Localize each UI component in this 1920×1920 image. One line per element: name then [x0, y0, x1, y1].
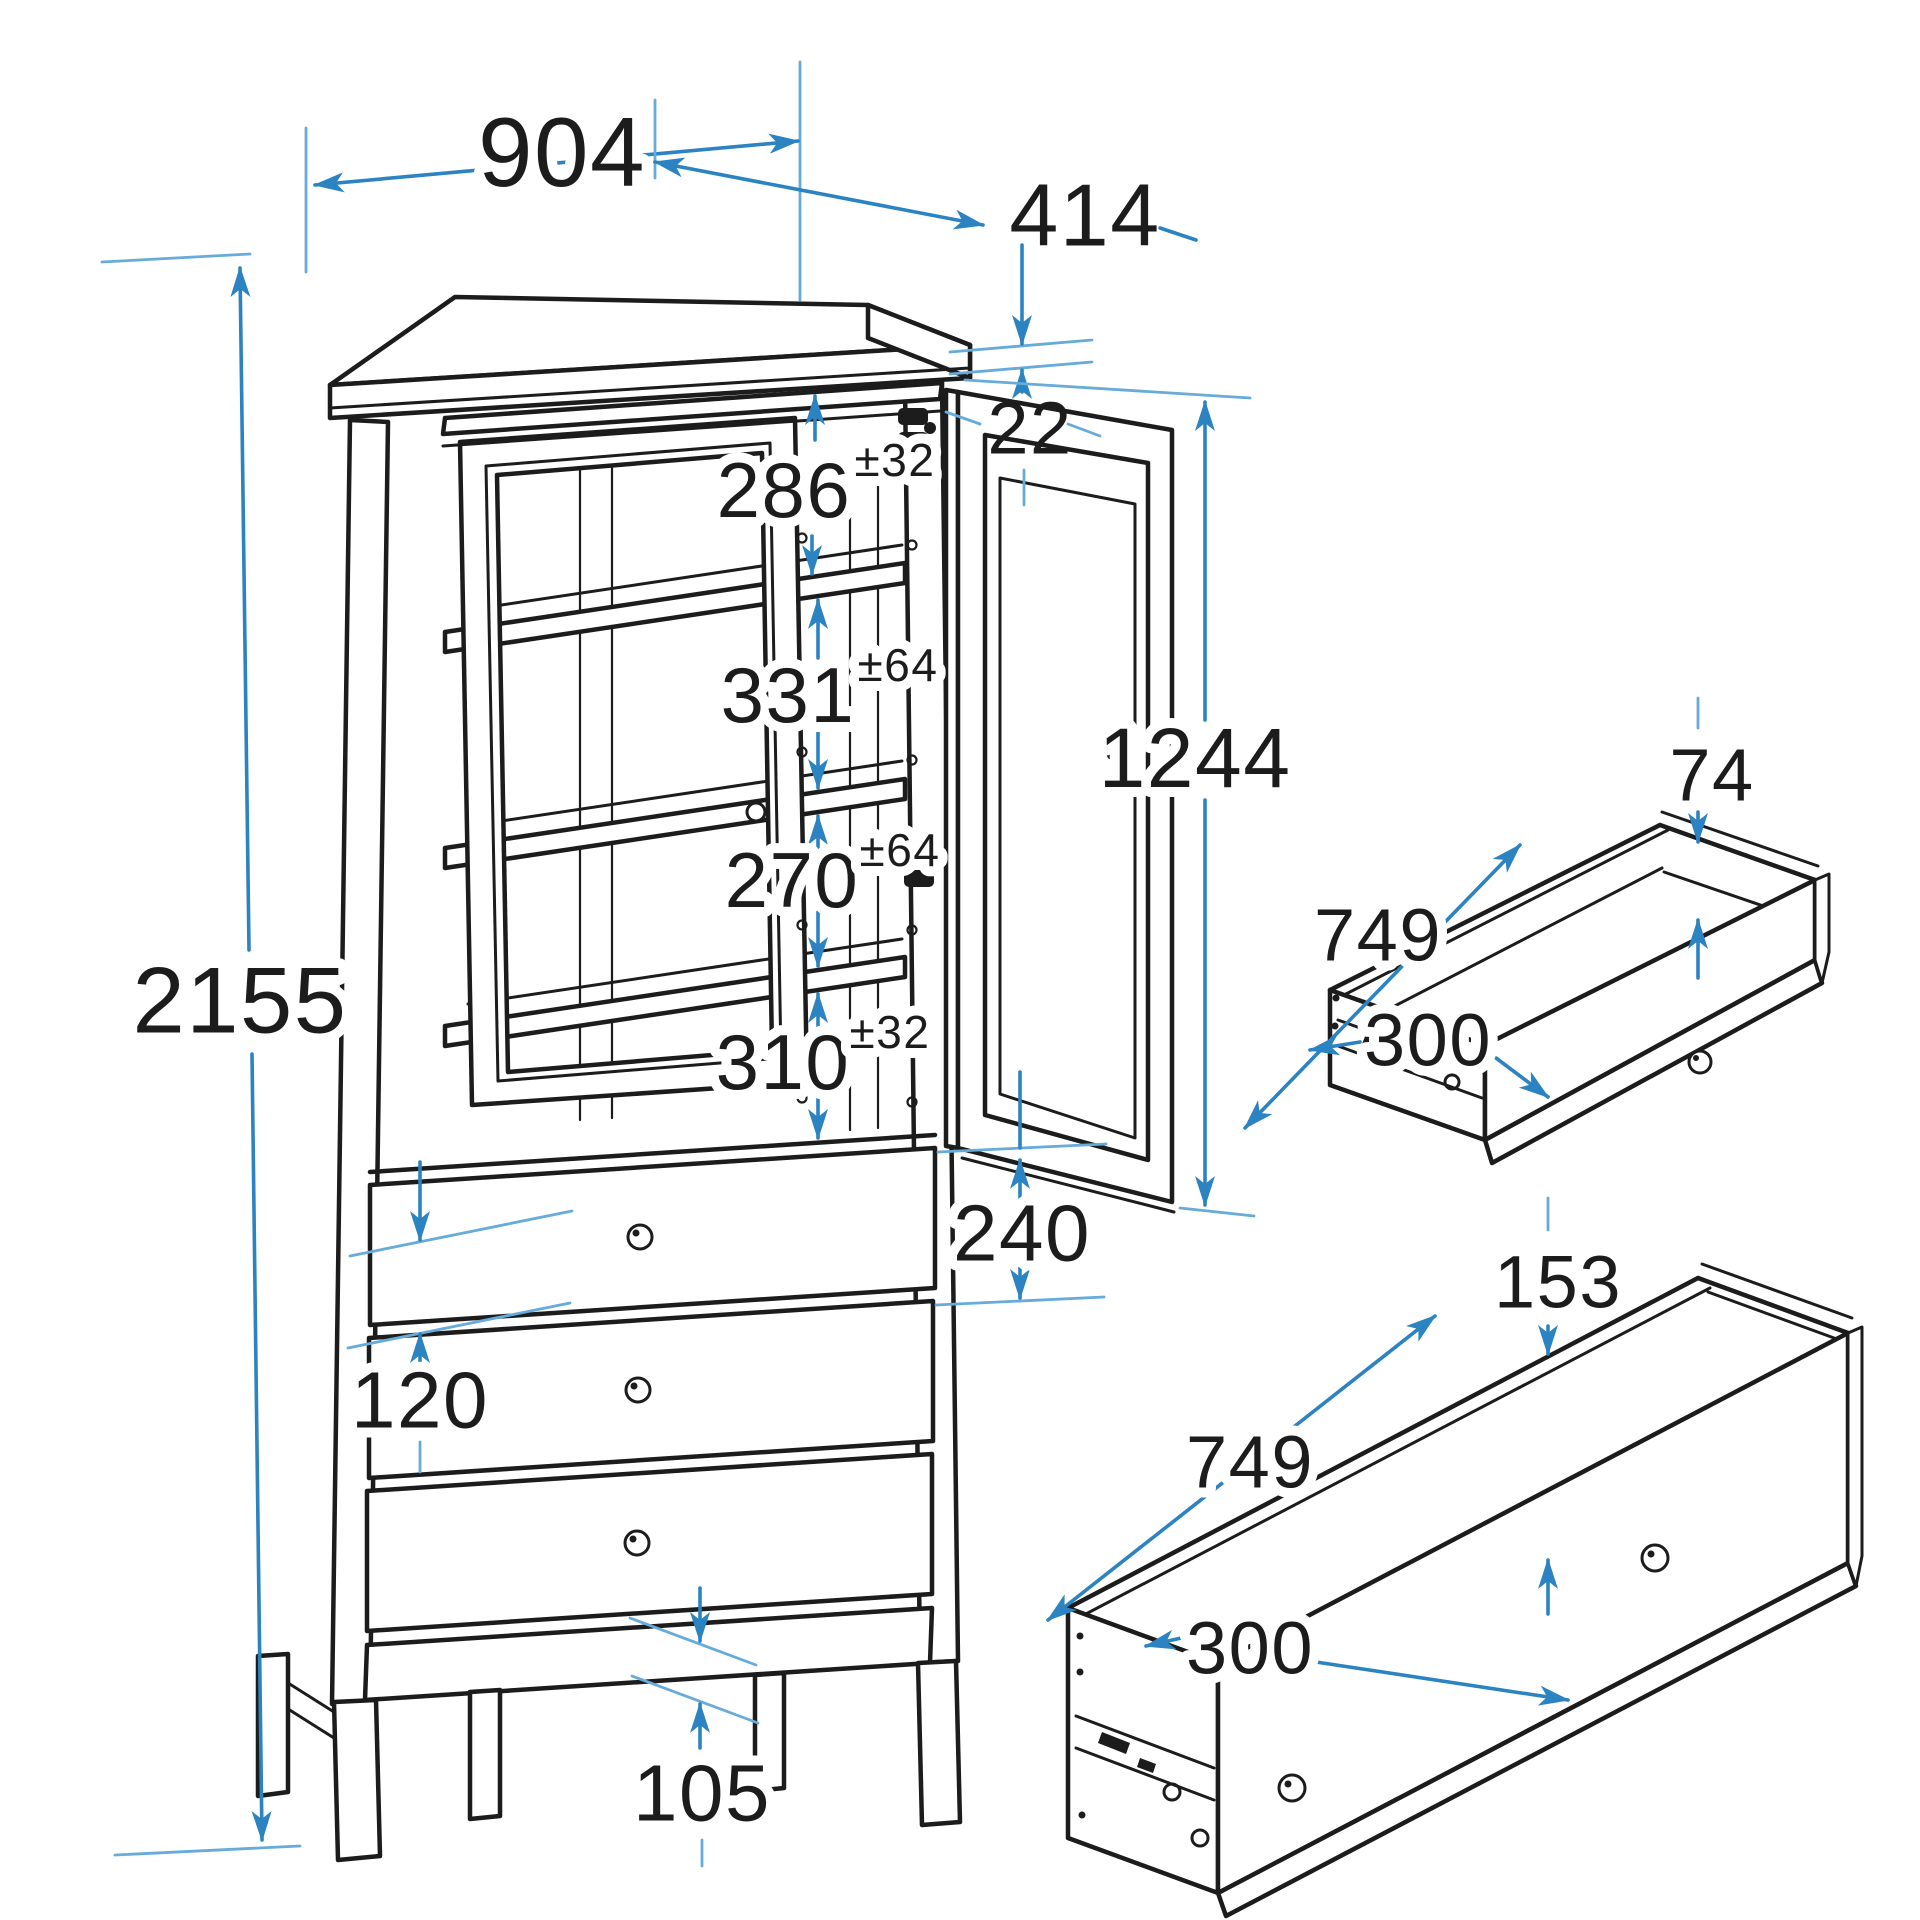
drawer2-knob-right-dot	[1647, 1550, 1655, 1558]
drawer1-back-wall-top	[1657, 822, 1818, 883]
drawer1-knob	[1687, 1049, 1713, 1075]
label-depth-414: 414	[1009, 166, 1160, 265]
label-gap-270: 270	[725, 836, 860, 924]
label-gap-286: 286	[717, 446, 852, 534]
dimensions	[100, 60, 1708, 1868]
drawer-section	[362, 1132, 938, 1703]
label-dr2-153: 153	[1494, 1241, 1622, 1324]
label-gap-310: 310	[716, 1018, 851, 1106]
label-step-120: 120	[351, 1356, 489, 1445]
label-plinth-105: 105	[633, 1749, 771, 1838]
dim-22-group	[944, 243, 1102, 507]
shelf-1	[442, 543, 908, 655]
label-dr1-300: 300	[1364, 999, 1492, 1082]
glass-door	[457, 415, 810, 1108]
label-gap-331-tol: ±64	[858, 639, 939, 691]
label-gap-310-tol: ±32	[850, 1006, 931, 1058]
label-dr2-300: 300	[1186, 1607, 1314, 1690]
label-door-1244: 1244	[1099, 711, 1292, 805]
dimension-labels: 904 414 22 286 ±32 331 ±64 270 ±64 310 ±…	[122, 87, 1763, 1848]
front-left-leg	[331, 1697, 383, 1863]
label-width-904: 904	[478, 97, 646, 207]
open-door-bottom-edge	[960, 1156, 1176, 1214]
drawer1-panel-endcap	[1813, 872, 1831, 985]
glass-door-frame-bevel	[484, 441, 783, 1083]
glass-door-frame	[457, 415, 810, 1108]
label-gap-270-tol: ±64	[860, 824, 941, 876]
stray-dot	[1107, 750, 1117, 760]
drawer2-knob-right	[1640, 1543, 1670, 1573]
cabinet-drawer-3	[364, 1451, 935, 1634]
loose-drawer-large	[1065, 1262, 1864, 1919]
open-door-panel	[955, 389, 1175, 1205]
drawer2-inner-back	[1706, 1290, 1847, 1344]
drawer2-slide-rail	[1074, 1632, 1216, 1848]
label-dr2-749: 749	[1186, 1421, 1314, 1504]
label-gap-331: 331	[721, 651, 856, 739]
drawer2-knob-left-dot	[1284, 1780, 1292, 1788]
drawer2-panel-endcap	[1846, 1325, 1864, 1588]
label-dr1-74: 74	[1669, 734, 1754, 817]
label-top-22: 22	[987, 387, 1072, 470]
loose-drawer-small	[1327, 810, 1831, 1166]
middle-right-leg	[752, 1670, 787, 1794]
dim-120-group	[346, 1160, 574, 1474]
cabinet-drawer-1	[367, 1145, 938, 1328]
middle-left-leg	[467, 1687, 503, 1822]
hinge-bottom	[904, 846, 942, 887]
drawer1-knob-dot	[1693, 1055, 1699, 1061]
dim-286-group	[802, 394, 825, 576]
cabinet-drawer-2	[366, 1298, 936, 1481]
drawer1-front-panel-top	[1660, 810, 1820, 868]
dim-1244-group	[963, 378, 1256, 1218]
legs	[255, 1651, 963, 1863]
dim-240-group	[934, 1070, 1108, 1307]
open-door	[943, 387, 1176, 1214]
shelf-pin-holes	[796, 532, 918, 1108]
back-left-leg	[255, 1651, 291, 1799]
top-rail-line	[441, 409, 942, 448]
label-dr1-749: 749	[1314, 894, 1442, 977]
open-door-inner-panel	[998, 476, 1137, 1140]
front-right-leg	[915, 1658, 963, 1828]
drawer2-knob-left	[1277, 1773, 1307, 1803]
dim-749b-group	[1046, 1314, 1437, 1622]
drawer2-front-panel-top	[1700, 1262, 1854, 1320]
label-front-240: 240	[953, 1189, 1091, 1278]
dim-105-group	[628, 1586, 760, 1868]
glass-door-knob	[745, 801, 767, 823]
label-height-2155: 2155	[132, 948, 347, 1053]
drawer2-back-wall-top	[1695, 1275, 1851, 1336]
dim-300a-group	[1308, 1035, 1550, 1099]
dim-749a-group	[1243, 843, 1522, 1130]
hinge-top	[898, 408, 936, 449]
drawer-top-rail	[367, 1132, 938, 1175]
label-gap-286-tol: ±32	[855, 434, 936, 486]
dim-300b-group	[1144, 1629, 1570, 1706]
dim-414-group	[653, 98, 1198, 242]
dim-2155-group	[100, 252, 302, 1857]
top-panel	[327, 294, 973, 421]
